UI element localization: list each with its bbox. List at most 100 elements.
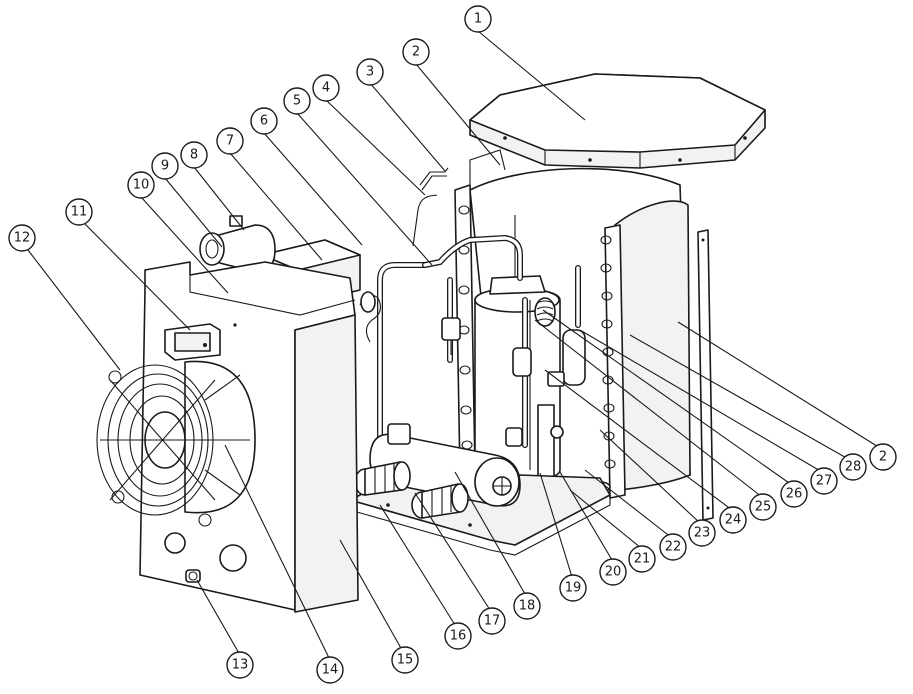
callout-20: 20 bbox=[599, 558, 627, 586]
callout-circle bbox=[688, 519, 716, 547]
callout-18: 18 bbox=[513, 592, 541, 620]
callout-10: 10 bbox=[127, 171, 155, 199]
callout-circle bbox=[839, 453, 867, 481]
callout-circle bbox=[283, 87, 311, 115]
callout-number: 23 bbox=[694, 526, 711, 541]
callout-28: 28 bbox=[839, 453, 867, 481]
callout-circle bbox=[65, 198, 93, 226]
callout-14: 14 bbox=[316, 656, 344, 684]
temperature-probe bbox=[419, 167, 449, 191]
top-cover bbox=[469, 73, 766, 169]
callout-number: 22 bbox=[665, 540, 682, 555]
callout-circle bbox=[628, 545, 656, 573]
callout-circle bbox=[226, 651, 254, 679]
callout-number: 3 bbox=[366, 65, 374, 80]
callout-12: 12 bbox=[8, 224, 36, 252]
callout-21: 21 bbox=[628, 545, 656, 573]
callout-number: 26 bbox=[786, 487, 803, 502]
callout-number: 19 bbox=[565, 581, 582, 596]
callout-23: 23 bbox=[688, 519, 716, 547]
callout-circle bbox=[356, 58, 384, 86]
callout-number: 25 bbox=[755, 500, 772, 515]
callout-number: 7 bbox=[226, 134, 234, 149]
callout-number: 16 bbox=[450, 629, 467, 644]
callout-circle bbox=[513, 592, 541, 620]
callout-circle bbox=[180, 141, 208, 169]
fan-motor bbox=[199, 215, 276, 273]
callout-16: 16 bbox=[444, 622, 472, 650]
capillary-tube bbox=[412, 194, 438, 247]
water-inlet-fittings bbox=[354, 461, 469, 519]
callout-circle bbox=[464, 5, 492, 33]
callout-circle bbox=[719, 506, 747, 534]
callout-19: 19 bbox=[559, 574, 587, 602]
callout-number: 24 bbox=[725, 513, 742, 528]
corner-strip bbox=[697, 229, 714, 521]
callout-4: 4 bbox=[312, 74, 340, 102]
callout-circle bbox=[250, 107, 278, 135]
callout-24: 24 bbox=[719, 506, 747, 534]
fan-blade bbox=[184, 360, 256, 514]
callout-13: 13 bbox=[226, 651, 254, 679]
callout-number: 11 bbox=[71, 205, 88, 220]
leader-lines bbox=[27, 30, 881, 661]
callout-number: 13 bbox=[232, 658, 249, 673]
callout-number: 8 bbox=[190, 148, 198, 163]
callout-number: 14 bbox=[322, 663, 339, 678]
callout-8: 8 bbox=[180, 141, 208, 169]
callout-number: 18 bbox=[519, 599, 536, 614]
callout-number: 28 bbox=[845, 460, 862, 475]
callout-circle bbox=[151, 152, 179, 180]
callout-circle bbox=[659, 533, 687, 561]
callout-number: 27 bbox=[816, 474, 833, 489]
callout-number: 5 bbox=[293, 94, 301, 109]
drain-fitting bbox=[185, 569, 201, 583]
callout-number: 21 bbox=[634, 552, 651, 567]
callout-3: 3 bbox=[356, 58, 384, 86]
callout-circle bbox=[216, 127, 244, 155]
callout-26: 26 bbox=[780, 480, 808, 508]
callout-2: 2 bbox=[869, 443, 897, 471]
callout-circle bbox=[478, 607, 506, 635]
callout-25: 25 bbox=[749, 493, 777, 521]
callout-1: 1 bbox=[464, 5, 492, 33]
callout-11: 11 bbox=[65, 198, 93, 226]
callout-circle bbox=[312, 74, 340, 102]
callout-circle bbox=[8, 224, 36, 252]
callout-number: 15 bbox=[397, 653, 414, 668]
callout-number: 10 bbox=[133, 178, 150, 193]
callout-circle bbox=[127, 171, 155, 199]
callout-circle bbox=[869, 443, 897, 471]
callout-circle bbox=[559, 574, 587, 602]
callout-circle bbox=[599, 558, 627, 586]
callout-5: 5 bbox=[283, 87, 311, 115]
callout-circle bbox=[810, 467, 838, 495]
callout-number: 6 bbox=[260, 114, 268, 129]
callout-circle bbox=[780, 480, 808, 508]
callout-circle bbox=[444, 622, 472, 650]
fan-guard bbox=[96, 364, 225, 527]
callout-number: 1 bbox=[474, 12, 482, 27]
callout-2: 2 bbox=[402, 38, 430, 66]
callout-17: 17 bbox=[478, 607, 506, 635]
water-heat-exchanger bbox=[369, 423, 523, 507]
callout-27: 27 bbox=[810, 467, 838, 495]
callout-number: 17 bbox=[484, 614, 501, 629]
callout-number: 20 bbox=[605, 565, 622, 580]
callout-6: 6 bbox=[250, 107, 278, 135]
callout-number: 12 bbox=[14, 231, 31, 246]
callout-circle bbox=[391, 646, 419, 674]
expansion-valve bbox=[441, 317, 532, 377]
controller-display bbox=[164, 323, 221, 361]
pressure-switch-group bbox=[534, 297, 586, 387]
callout-22: 22 bbox=[659, 533, 687, 561]
callout-number: 4 bbox=[322, 81, 330, 96]
callout-7: 7 bbox=[216, 127, 244, 155]
callout-number: 2 bbox=[879, 450, 887, 465]
callout-circle bbox=[749, 493, 777, 521]
callout-15: 15 bbox=[391, 646, 419, 674]
callout-number: 2 bbox=[412, 45, 420, 60]
callout-number: 9 bbox=[161, 159, 169, 174]
